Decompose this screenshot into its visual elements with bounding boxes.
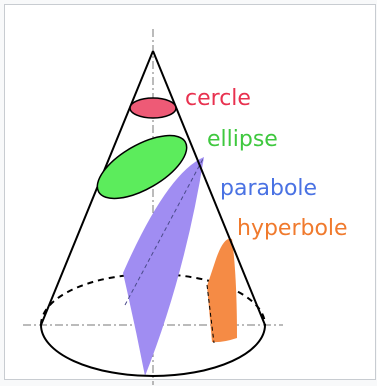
circle-section (129, 97, 177, 119)
ellipse-label: ellipse (207, 127, 278, 152)
hyperbola-section (207, 238, 237, 343)
parabola-section (123, 157, 204, 376)
conic-sections-diagram: cercle ellipse parabole hyperbole (23, 29, 348, 385)
parabola-label: parabole (220, 176, 317, 201)
hyperbola-edge (206, 284, 215, 344)
base-front-arc (40, 324, 266, 377)
circle-label: cercle (185, 86, 251, 111)
cone-right-edge (152, 50, 266, 326)
ellipse-section (96, 134, 188, 200)
diagram-frame: cercle ellipse parabole hyperbole (4, 4, 376, 385)
hyperbola-label: hyperbole (237, 216, 348, 241)
